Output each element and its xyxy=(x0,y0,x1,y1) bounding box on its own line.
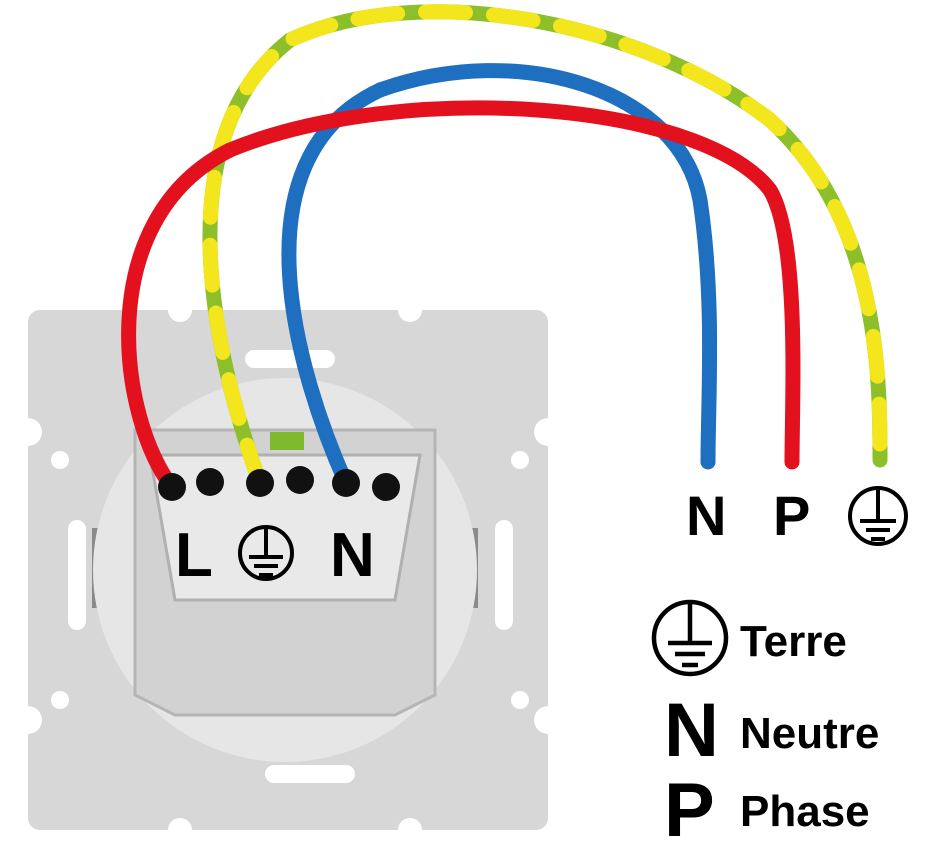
socket-label-phase: L xyxy=(175,521,213,590)
socket-earth-icon xyxy=(238,525,294,581)
legend-text-earth: Terre xyxy=(740,617,847,666)
legend-text-phase: Phase xyxy=(740,787,870,836)
legend-earth-icon xyxy=(651,599,729,677)
legend-letter-phase: P xyxy=(664,768,715,853)
terminals xyxy=(158,466,400,501)
supply-earth-icon xyxy=(848,486,908,546)
legend-text-neutral: Neutre xyxy=(740,709,880,758)
supply-label-neutral: N xyxy=(686,484,727,547)
earth-tab xyxy=(270,432,304,450)
wires xyxy=(121,4,888,495)
earth-wire-stripes xyxy=(202,4,888,491)
supply-label-phase: P xyxy=(773,484,811,547)
socket-label-neutral: N xyxy=(330,521,375,590)
terminal-neutral xyxy=(332,469,360,497)
terminal-earth xyxy=(246,469,274,497)
phase-wire xyxy=(121,100,801,495)
legend-letter-neutral: N xyxy=(664,688,719,773)
neutral-wire xyxy=(281,63,718,491)
terminal-phase xyxy=(158,473,186,501)
